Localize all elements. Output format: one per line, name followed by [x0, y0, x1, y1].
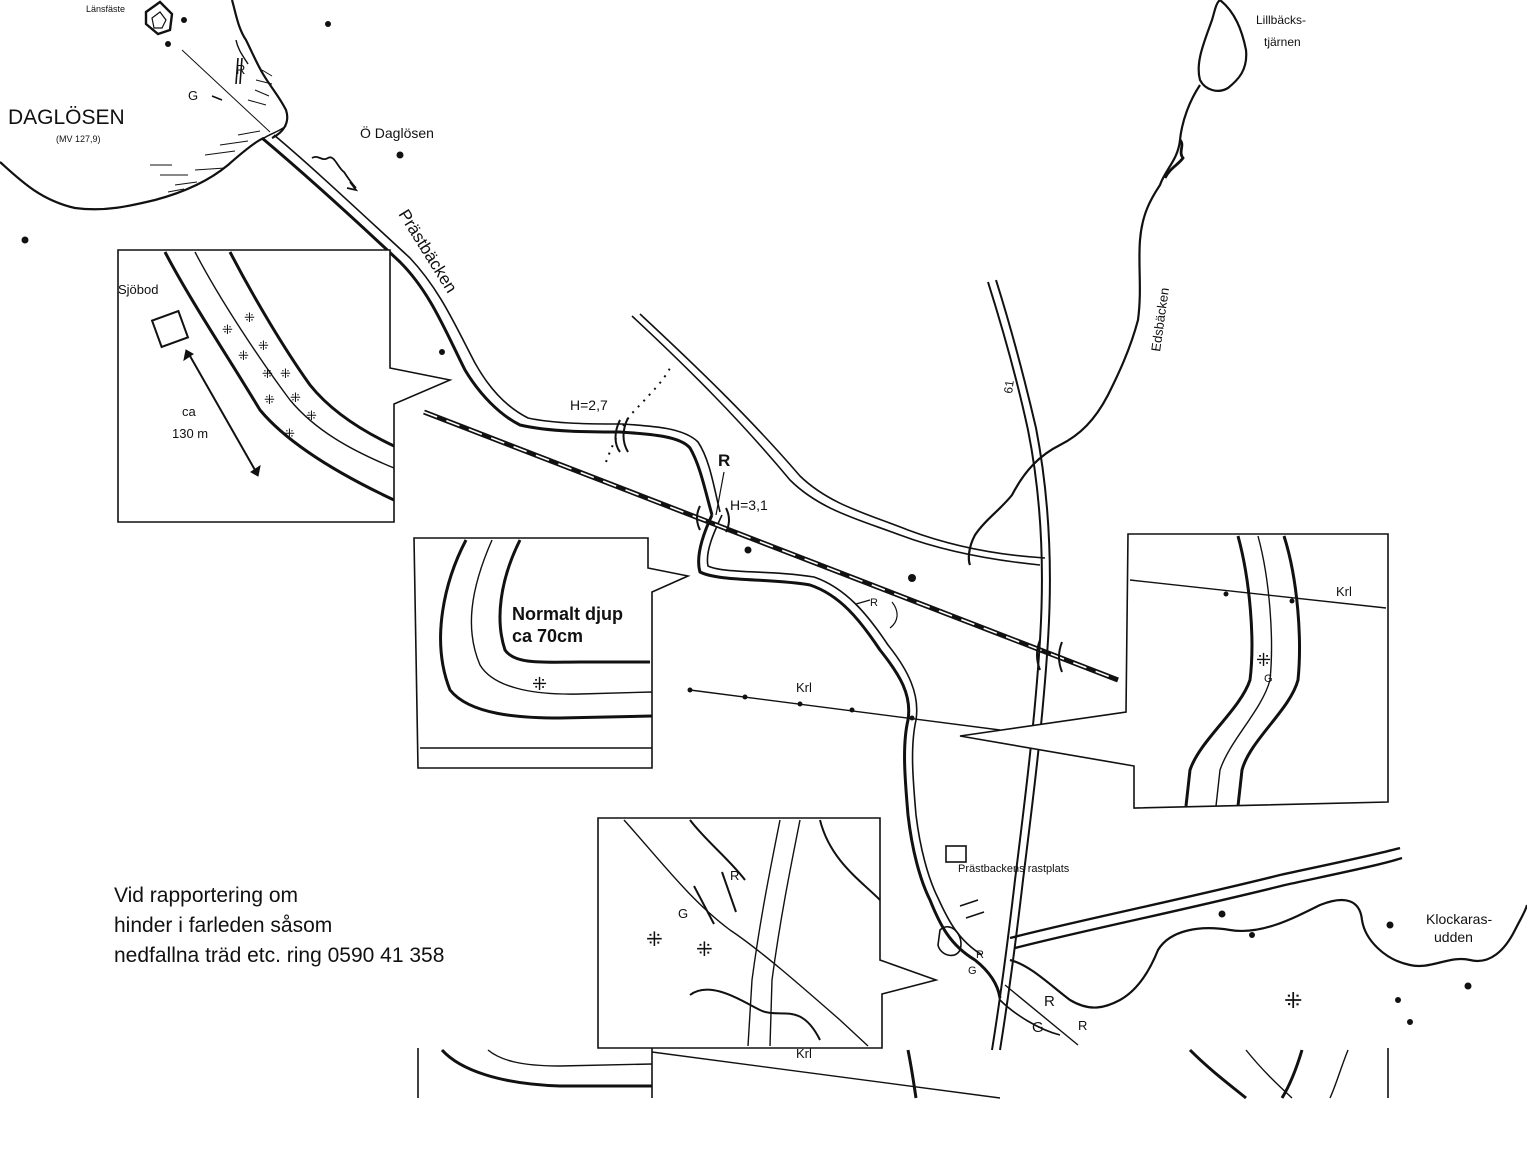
cape-label-2: udden	[1434, 929, 1473, 945]
survey-line	[181, 49, 271, 133]
lake-daglosen	[0, 0, 289, 211]
bottom-power-line-label: Krl	[796, 1046, 812, 1061]
channel-r-label: R	[870, 597, 878, 609]
bridge-markers	[614, 417, 1063, 673]
road-number-label: 61	[1001, 379, 1017, 394]
inset-east: Krl ⁜ G	[959, 533, 1389, 809]
lake-small-label-1: Lillbäcks-	[1256, 13, 1306, 27]
inset-boathouse: ⁜ ⁜ ⁜ ⁜ ⁜ ⁜ ⁜ ⁜ ⁜ ⁜ Sjöbod ca 130 m	[117, 249, 453, 523]
railway	[423, 409, 1119, 683]
cape-label-1: Klockaras-	[1426, 911, 1492, 927]
inset-east-g-label: G	[1264, 673, 1273, 685]
report-note-line-1: Vid rapportering om	[114, 884, 299, 907]
stream-prastbacken-label: Prästbäcken	[395, 206, 461, 296]
bottom-strip	[417, 1048, 1389, 1100]
fixed-point-icon	[144, 0, 174, 36]
marsh-hatching	[150, 69, 273, 193]
south-g-label-2: G	[1032, 1019, 1044, 1036]
map-dots	[21, 17, 1472, 1025]
marker-g-label: G	[188, 88, 198, 103]
boathouse-label: Sjöbod	[118, 282, 158, 297]
shoreline-klockarasudden	[999, 898, 1527, 1036]
obstacle-symbol: ⁜	[696, 939, 713, 961]
obstacle-symbol: ⁜	[258, 338, 269, 353]
inset-south-r-label: R	[730, 868, 739, 883]
marker-r-label: R	[236, 62, 245, 77]
lake-name: DAGLÖSEN	[8, 106, 125, 129]
marker-post	[211, 95, 223, 101]
rest-area-features	[937, 845, 985, 957]
obstacle-symbol: ⁜	[264, 392, 275, 407]
obstacle-symbol: ⁜	[306, 408, 317, 423]
inset-depth: ⁜ Normalt djup ca 70cm	[413, 537, 691, 769]
marker-r-bold: R	[718, 451, 730, 470]
south-g-label-1: G	[968, 965, 977, 977]
report-note-line-2: hinder i farleden såsom	[114, 914, 333, 937]
obstacle-symbol: ⁜	[532, 674, 547, 694]
power-pole	[1289, 598, 1295, 604]
prastbacken-channel	[261, 134, 1002, 999]
lake-level: (MV 127,9)	[56, 134, 101, 144]
power-line-label: Krl	[796, 680, 812, 695]
obstacle-symbol: ⁜	[280, 366, 291, 381]
south-r-label-3: R	[1078, 1018, 1087, 1033]
lake-small-label-2: tjärnen	[1264, 35, 1301, 49]
lake-lillbackstjarnen	[967, 0, 1248, 566]
inset-south: R G ⁜ ⁜	[597, 817, 939, 1049]
obstacle-symbol: ⁜	[262, 366, 273, 381]
power-pole	[1223, 591, 1229, 597]
obstacle-symbol: ⁜	[222, 322, 233, 337]
inset-east-power-line-label: Krl	[1336, 584, 1352, 599]
power-line	[687, 687, 1001, 731]
south-r-label-1: R	[976, 949, 984, 961]
obstacle-symbol: ⁜	[1256, 650, 1271, 670]
clearance-label-2: H=3,1	[730, 497, 768, 513]
obstacle-symbol: ⁜	[1284, 988, 1302, 1013]
roads	[631, 279, 1403, 1051]
clearance-label-1: H=2,7	[570, 397, 608, 413]
obstacle-symbol: ⁜	[646, 929, 663, 951]
island-label: Ö Daglösen	[360, 124, 434, 141]
obstacle-symbol: ⁜	[290, 390, 301, 405]
depth-label-1: Normalt djup	[512, 604, 623, 624]
leader-line	[855, 599, 898, 629]
depth-label-2: ca 70cm	[512, 626, 583, 646]
marker-post	[235, 57, 243, 85]
report-note-line-3: nedfallna träd etc. ring 0590 41 358	[114, 944, 445, 967]
leader-line	[715, 471, 725, 516]
stream-flow-arrow	[311, 155, 359, 192]
rest-area-label: Prästbackens rastplats	[958, 863, 1070, 875]
dotted-boundary	[605, 367, 671, 463]
inset-south-g-label: G	[678, 906, 688, 921]
distance-value-label: 130 m	[172, 426, 208, 441]
obstacle-symbol: ⁜	[284, 426, 295, 441]
south-r-label-2: R	[1044, 993, 1055, 1010]
obstacle-symbol: ⁜	[244, 310, 255, 325]
fixed-point-label: Länsfäste	[86, 4, 125, 14]
stream-edsbacken-label: Edsbäcken	[1148, 287, 1172, 353]
distance-ca-label: ca	[182, 404, 197, 419]
obstacle-symbol: ⁜	[238, 348, 249, 363]
